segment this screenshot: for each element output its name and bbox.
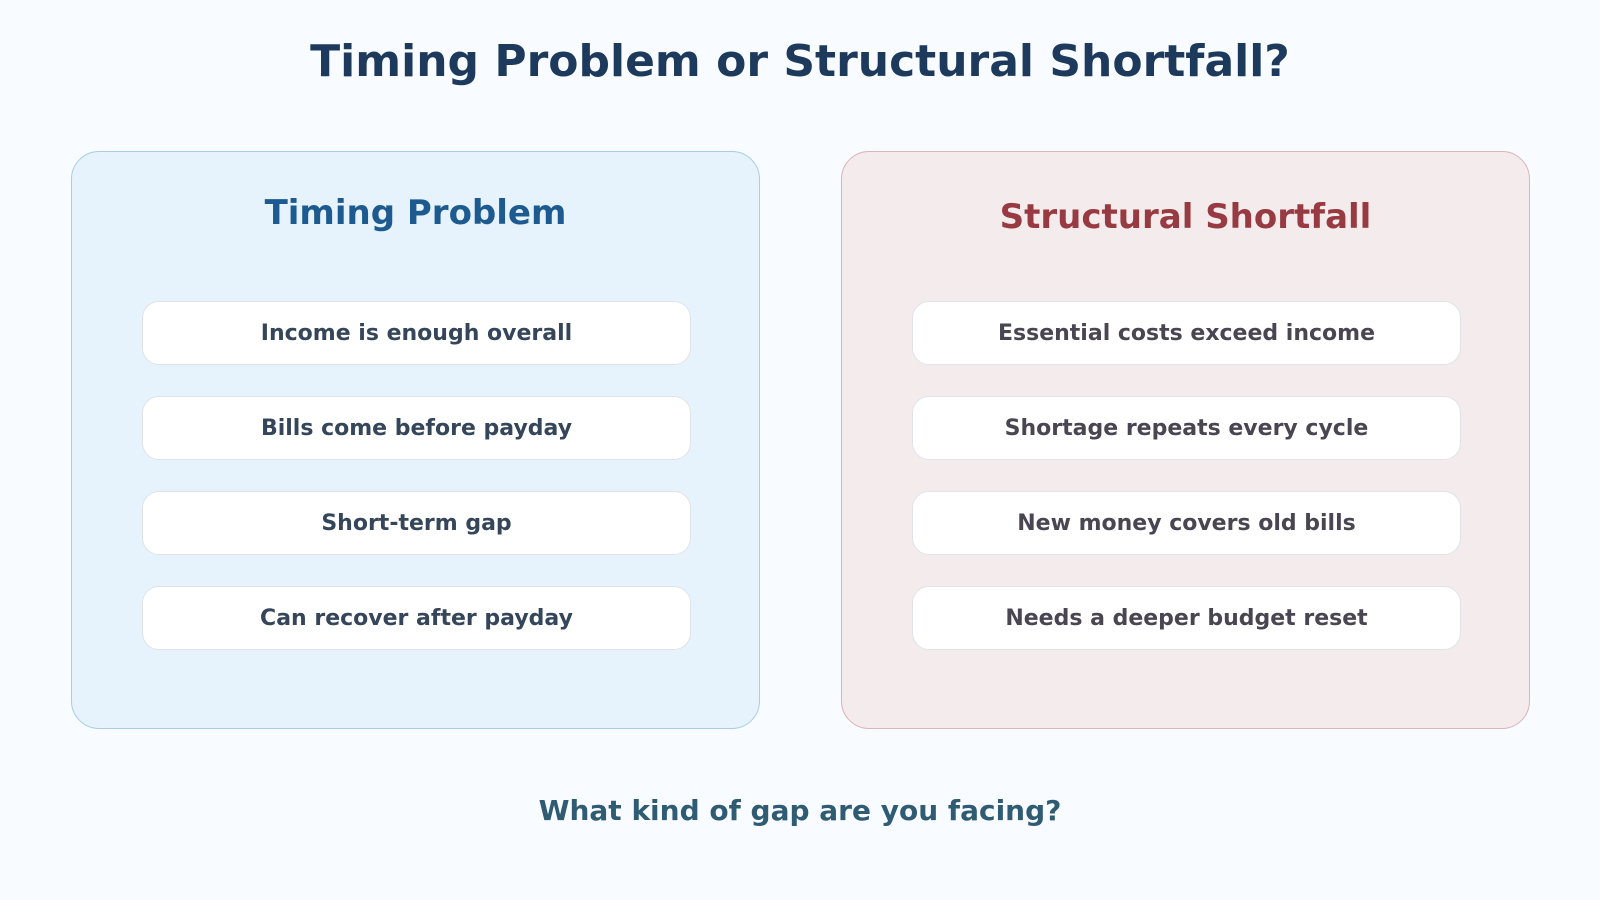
- structural-item-new-money-old-bills: New money covers old bills: [912, 491, 1461, 555]
- structural-shortfall-heading: Structural Shortfall: [999, 197, 1372, 237]
- timing-item-short-term-gap: Short-term gap: [142, 491, 691, 555]
- timing-item-bills-before-payday: Bills come before payday: [142, 396, 691, 460]
- timing-problem-list: Income is enough overall Bills come befo…: [142, 301, 691, 681]
- structural-shortfall-list: Essential costs exceed income Shortage r…: [912, 301, 1461, 681]
- timing-item-recover-after-payday: Can recover after payday: [142, 586, 691, 650]
- structural-item-costs-exceed-income: Essential costs exceed income: [912, 301, 1461, 365]
- footer-question: What kind of gap are you facing?: [538, 794, 1062, 827]
- page-title: Timing Problem or Structural Shortfall?: [310, 36, 1290, 87]
- structural-item-shortage-repeats: Shortage repeats every cycle: [912, 396, 1461, 460]
- timing-problem-panel: Timing Problem Income is enough overall …: [71, 151, 760, 729]
- timing-item-income-enough: Income is enough overall: [142, 301, 691, 365]
- timing-problem-heading: Timing Problem: [264, 193, 567, 233]
- structural-shortfall-panel: Structural Shortfall Essential costs exc…: [841, 151, 1530, 729]
- structural-item-budget-reset: Needs a deeper budget reset: [912, 586, 1461, 650]
